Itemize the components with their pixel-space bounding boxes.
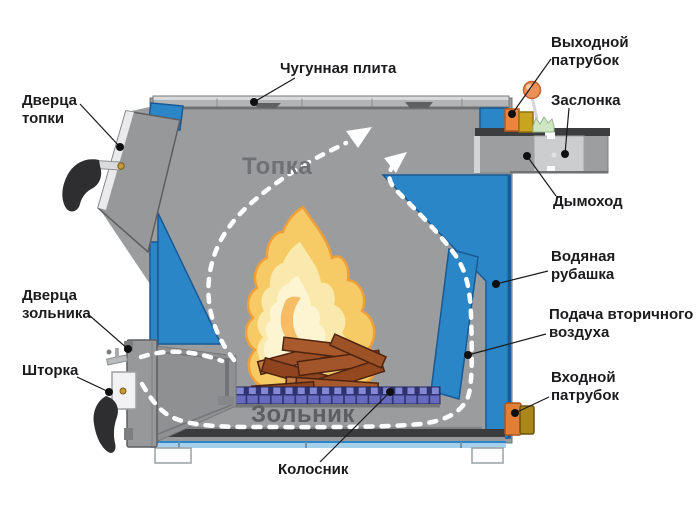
- label-chimney: Дымоход: [553, 193, 623, 210]
- right-foot: [471, 447, 504, 464]
- flow-arrowhead-2: [384, 152, 407, 173]
- zone-label-firebox: Топка: [242, 153, 313, 180]
- label-furnace-door: Дверца топки: [22, 92, 77, 127]
- damper-handle-green: [532, 116, 555, 133]
- ash-door-knob: [119, 387, 127, 395]
- flow-arrowhead-1: [346, 127, 372, 148]
- label-dots: [105, 98, 569, 417]
- leader-lines: [76, 58, 570, 463]
- water-jacket-left-wedge: [157, 212, 223, 345]
- water-jacket-right-edge: [507, 176, 511, 437]
- boiler-base: [150, 427, 506, 464]
- left-foot: [154, 447, 192, 464]
- label-grate: Колосник: [278, 461, 349, 478]
- cast-iron-plate: [152, 95, 510, 110]
- label-ash-door: Дверца зольника: [22, 287, 91, 322]
- shutter-bracket: [115, 348, 119, 358]
- furnace-door-knob: [117, 162, 125, 170]
- label-water-jacket: Водяная рубашка: [551, 248, 616, 283]
- water-jacket-left: [149, 241, 159, 346]
- grate-strip: [221, 386, 441, 408]
- damper-handle-stem: [530, 96, 539, 120]
- water-jacket-top-right: [479, 107, 509, 132]
- flow-path-secondary: [139, 162, 475, 430]
- label-cast-iron-plate: Чугунная плита: [280, 60, 397, 77]
- label-outlet-pipe: Выходной патрубок: [551, 34, 629, 69]
- label-damper: Заслонка: [551, 92, 621, 109]
- flue-edge-highlight: [474, 136, 480, 173]
- damper-plate: [533, 135, 585, 173]
- damper-handle-ball: [522, 80, 542, 100]
- label-inlet-pipe: Входной патрубок: [551, 369, 619, 404]
- flow-path-main: [206, 140, 349, 363]
- outlet-pipe-yellow: [518, 111, 534, 133]
- flow-path-upper: [138, 349, 225, 364]
- zone-label-ash-pan: Зольник: [251, 401, 355, 428]
- chimney-duct: [474, 128, 610, 174]
- ash-door-handle: [93, 396, 118, 453]
- label-shutter: Шторка: [22, 362, 79, 379]
- furnace-door-handle: [62, 159, 102, 212]
- label-secondary-air: Подача вторичного воздуха: [549, 306, 694, 341]
- inlet-pipe: [504, 402, 535, 436]
